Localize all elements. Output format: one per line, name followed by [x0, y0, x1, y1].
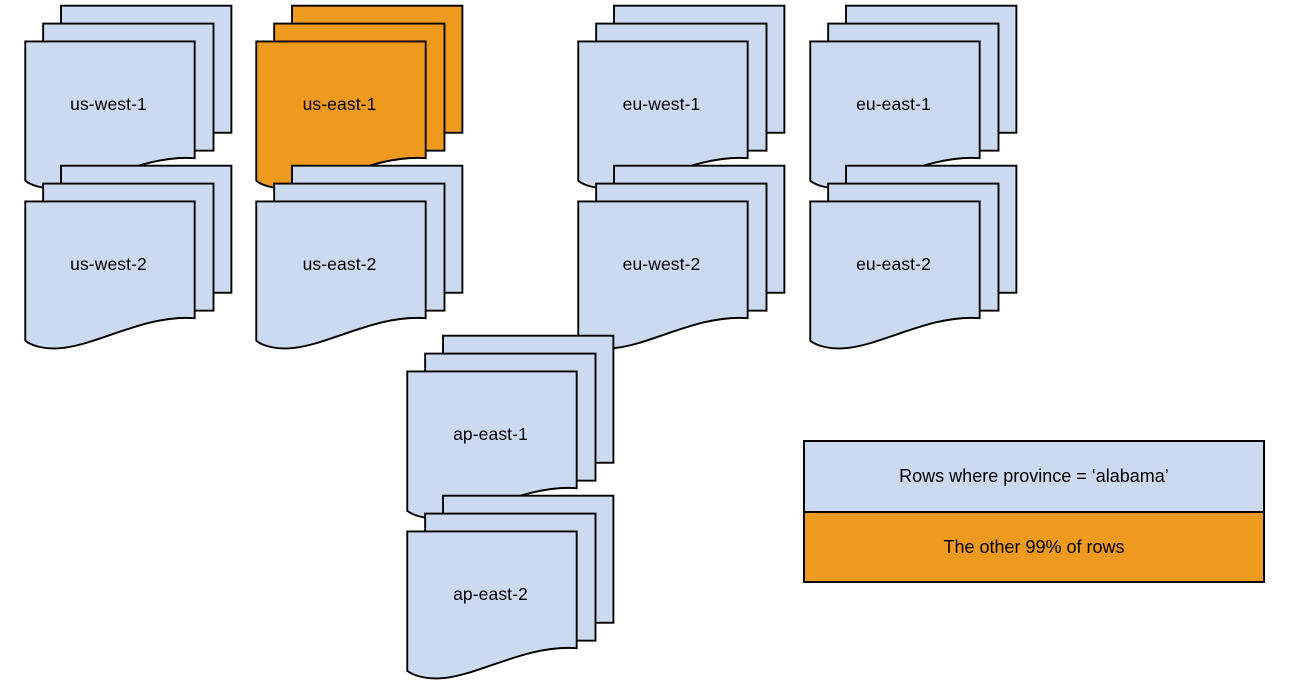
- document-front-layer: [406, 530, 578, 680]
- document-stack-shape: [809, 4, 1018, 190]
- document-stack-shape: [24, 4, 233, 190]
- document-stack-shape: [406, 334, 615, 520]
- document-stack-shape: [577, 4, 786, 190]
- document-stack-shape: [255, 164, 464, 350]
- document-stack-eu-west-1[interactable]: eu-west-1: [571, 4, 786, 190]
- document-stack-shape: [577, 164, 786, 350]
- document-stack-ap-east-2[interactable]: ap-east-2: [400, 494, 615, 680]
- document-stack-us-west-1[interactable]: us-west-1: [18, 4, 233, 190]
- legend-label-legend-blue: Rows where province = ‘alabama’: [899, 466, 1169, 486]
- document-stack-us-east-2[interactable]: us-east-2: [249, 164, 464, 350]
- document-stack-shape: [255, 4, 464, 190]
- document-front-layer: [24, 200, 196, 350]
- document-stack-us-east-1[interactable]: us-east-1: [249, 4, 464, 190]
- document-stack-eu-west-2[interactable]: eu-west-2: [571, 164, 786, 350]
- legend-label-legend-orange: The other 99% of rows: [943, 536, 1125, 557]
- document-stack-eu-east-2[interactable]: eu-east-2: [803, 164, 1018, 350]
- document-front-layer: [577, 200, 749, 350]
- document-stack-eu-east-1[interactable]: eu-east-1: [803, 4, 1018, 190]
- document-stack-ap-east-1[interactable]: ap-east-1: [400, 334, 615, 520]
- document-stack-us-west-2[interactable]: us-west-2: [18, 164, 233, 350]
- document-stack-shape: [809, 164, 1018, 350]
- legend-row-legend-blue: Rows where province = ‘alabama’: [805, 442, 1263, 513]
- legend: Rows where province = ‘alabama’ The other…: [803, 440, 1265, 583]
- document-stack-shape: [406, 494, 615, 680]
- document-stack-shape: [24, 164, 233, 350]
- legend-row-legend-orange: The other 99% of rows: [805, 513, 1263, 581]
- document-front-layer: [255, 200, 427, 350]
- document-front-layer: [809, 200, 981, 350]
